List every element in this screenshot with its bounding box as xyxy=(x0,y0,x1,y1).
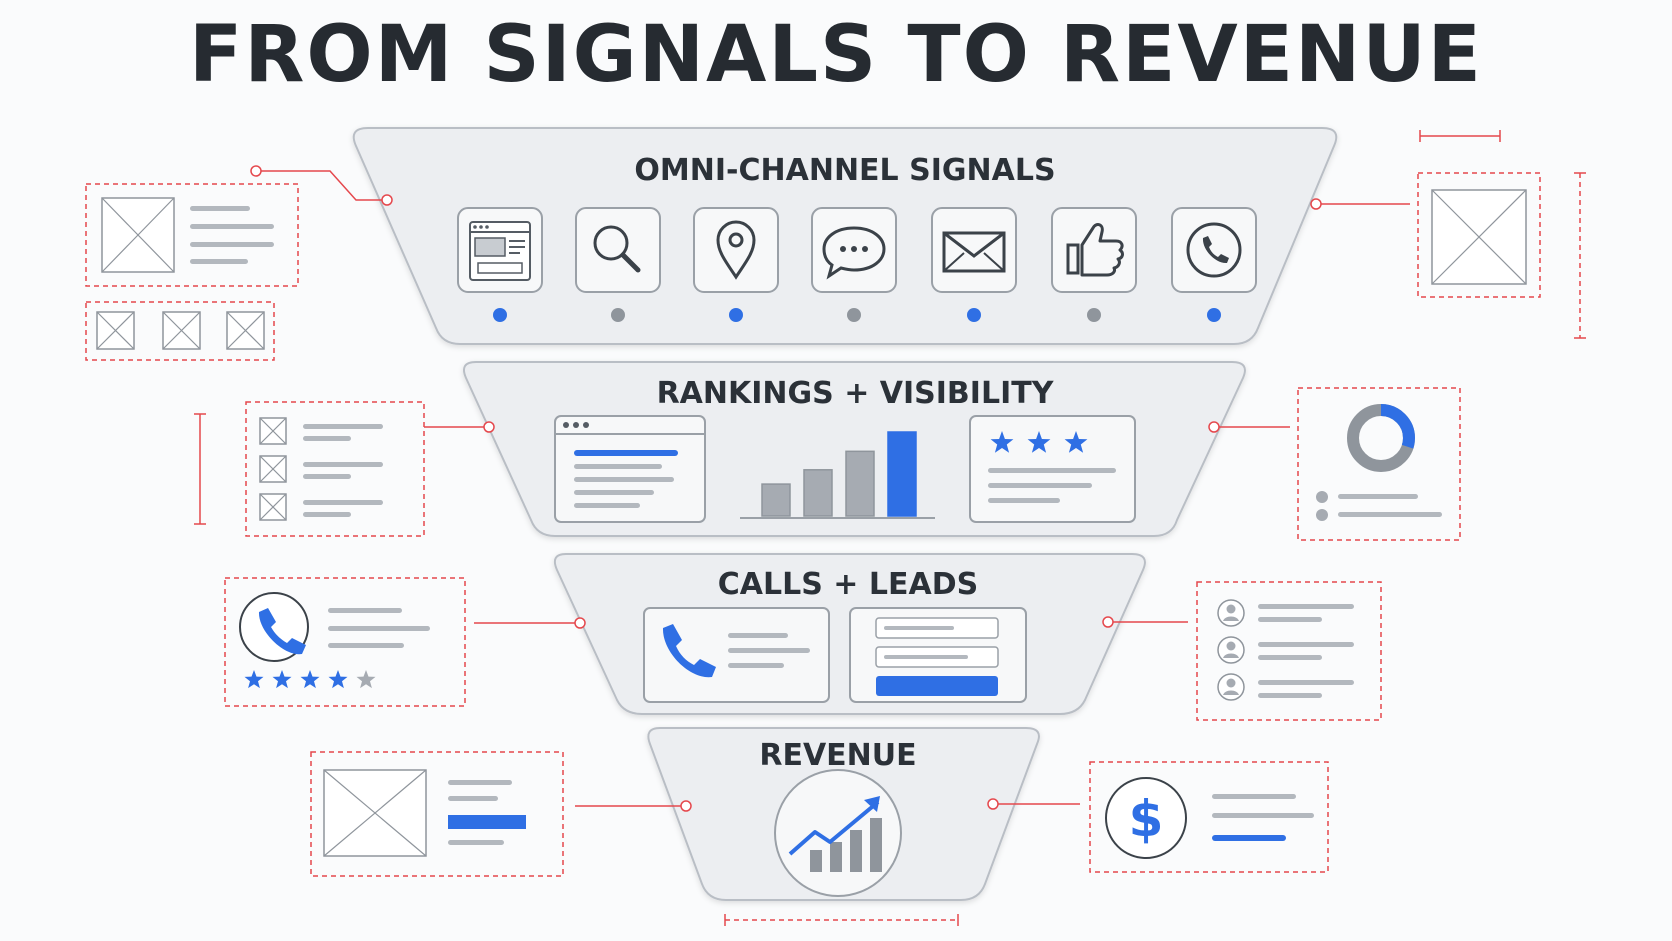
star-icon xyxy=(244,670,264,689)
avatar xyxy=(1217,636,1245,664)
measure-bracket xyxy=(194,413,206,525)
chat-icon xyxy=(811,207,897,293)
status-dot xyxy=(847,308,861,322)
star-rating-card xyxy=(969,415,1136,523)
status-dot xyxy=(1207,308,1221,322)
status-dot xyxy=(611,308,625,322)
call-rating-card xyxy=(224,577,466,707)
page-title: FROM SIGNALS TO REVENUE xyxy=(189,10,1483,100)
phone-icon xyxy=(1171,207,1257,293)
lead-form-card xyxy=(849,607,1027,703)
image-placeholder-card xyxy=(1417,172,1541,298)
status-dot xyxy=(493,308,507,322)
browser-icon xyxy=(457,207,543,293)
star-icon xyxy=(356,670,376,689)
dollar-card: $ xyxy=(1089,761,1329,873)
measure-bracket xyxy=(1419,130,1586,339)
image-placeholder-card xyxy=(85,183,299,287)
chart-bar xyxy=(803,469,833,517)
star-icon xyxy=(272,670,292,689)
star-icon xyxy=(990,431,1014,453)
browser-page-card xyxy=(554,415,706,523)
phone-call-card xyxy=(643,607,830,703)
status-dot xyxy=(967,308,981,322)
chart-bar xyxy=(761,483,791,517)
stage-revenue: REVENUE xyxy=(647,727,1040,901)
measure-bracket xyxy=(724,914,959,926)
thumbs-up-icon xyxy=(1051,207,1137,293)
stage-omni-channel-signals: OMNI-CHANNEL SIGNALS xyxy=(352,127,1338,345)
status-dot xyxy=(729,308,743,322)
stage-label-signals: OMNI-CHANNEL SIGNALS xyxy=(634,153,1055,188)
chart-bar xyxy=(887,431,917,517)
search-icon xyxy=(575,207,661,293)
donut-segment xyxy=(1347,404,1415,472)
stage-calls-leads: CALLS + LEADS xyxy=(553,553,1146,715)
stage-label-rankings: RANKINGS + VISIBILITY xyxy=(657,376,1055,411)
dollar-icon: $ xyxy=(1129,790,1164,848)
image-text-card xyxy=(310,751,564,877)
left-annotations xyxy=(85,165,692,877)
donut-chart-card xyxy=(1297,387,1461,541)
contacts-list-card xyxy=(1196,581,1382,721)
checklist-card xyxy=(245,401,425,537)
avatar xyxy=(1217,599,1245,627)
star-icon xyxy=(328,670,348,689)
stage-label-revenue: REVENUE xyxy=(759,738,916,773)
status-dot xyxy=(1087,308,1101,322)
signal-icons xyxy=(457,207,1257,293)
stage-rankings-visibility: RANKINGS + VISIBILITY xyxy=(463,361,1246,537)
location-pin-icon xyxy=(693,207,779,293)
chart-bar xyxy=(845,450,875,517)
stage-label-calls: CALLS + LEADS xyxy=(718,567,978,602)
avatar xyxy=(1217,673,1245,701)
bar-chart-card xyxy=(740,431,935,519)
growth-chart-icon xyxy=(774,769,902,897)
status-dots xyxy=(493,308,1221,322)
star-icon xyxy=(1027,431,1051,453)
right-annotations: $ xyxy=(724,130,1586,926)
star-icon xyxy=(300,670,320,689)
star-icon xyxy=(1064,431,1088,453)
thumbnail-row-card xyxy=(85,301,275,361)
email-icon xyxy=(931,207,1017,293)
